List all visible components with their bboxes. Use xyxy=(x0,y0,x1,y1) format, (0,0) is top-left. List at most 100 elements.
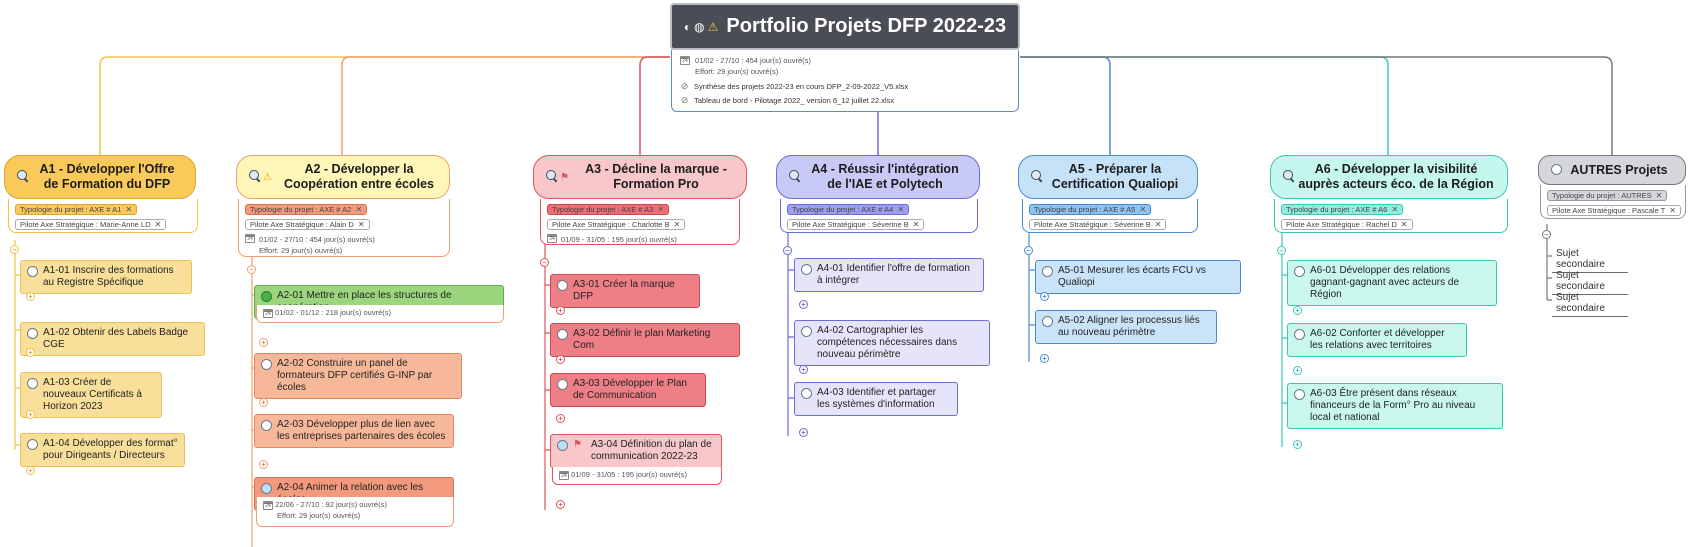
expand-icon[interactable]: + xyxy=(26,348,35,357)
remove-tag-icon[interactable]: ✕ xyxy=(1154,220,1162,229)
root-attachment-2[interactable]: Tableau de bord - Pilotage 2022_ version… xyxy=(694,96,895,105)
remove-tag-icon[interactable]: ✕ xyxy=(1391,205,1399,214)
axis-title: A6 - Développer la visibilité auprès act… xyxy=(1298,162,1494,191)
task-a4-01[interactable]: A4-01 Identifier l'offre de formation à … xyxy=(794,258,984,292)
typology-label: Typologie du projet : AXE # A4 xyxy=(792,205,894,214)
task-a3-03[interactable]: A3-03 Développer le Plan de Communicatio… xyxy=(550,373,706,407)
expand-icon[interactable]: + xyxy=(259,398,268,407)
collapse-icon[interactable]: – xyxy=(1024,246,1033,255)
axis-topic-a2[interactable]: ⚠ A2 - Développer la Coopération entre é… xyxy=(236,155,450,199)
sub-topic[interactable]: Sujet secondaire xyxy=(1552,290,1628,317)
typology-tag[interactable]: Typologie du projet : AUTRES✕ xyxy=(1547,190,1668,201)
task-a1-04[interactable]: A1-04 Développer des format° pour Dirige… xyxy=(20,433,185,467)
task-a6-02[interactable]: A6-02 Conforter et développer les relati… xyxy=(1287,323,1467,357)
expand-icon[interactable]: + xyxy=(26,466,35,475)
expand-icon[interactable]: + xyxy=(1293,306,1302,315)
remove-tag-icon[interactable]: ✕ xyxy=(657,205,665,214)
collapse-icon[interactable]: – xyxy=(783,246,792,255)
task-a5-02[interactable]: A5-02 Aligner les processus liés au nouv… xyxy=(1035,310,1217,344)
task-a1-01[interactable]: A1-01 Inscrire des formations au Registr… xyxy=(20,260,192,294)
collapse-icon[interactable]: – xyxy=(1542,230,1551,239)
task-a2-03[interactable]: A2-03 Développer plus de lien avec les e… xyxy=(254,414,454,448)
typology-tag[interactable]: Typologie du projet : AXE # A1✕ xyxy=(15,204,138,215)
expand-icon[interactable]: + xyxy=(799,300,808,309)
expand-icon[interactable]: + xyxy=(259,338,268,347)
axis-topic-a1[interactable]: A1 - Développer l'Offre de Formation du … xyxy=(4,155,196,199)
collapse-icon[interactable]: – xyxy=(540,258,549,267)
expand-icon[interactable]: + xyxy=(799,428,808,437)
expand-icon[interactable]: + xyxy=(556,306,565,315)
calendar-icon: 24 xyxy=(245,234,255,243)
pilot-tag[interactable]: Pilote Axe Stratégique : Pascale T✕ xyxy=(1547,205,1681,216)
root-icons: ◐ ◍ ⚠ xyxy=(684,20,719,34)
typology-tag[interactable]: Typologie du projet : AXE # A3✕ xyxy=(547,204,670,215)
expand-icon[interactable]: + xyxy=(556,500,565,509)
typology-tag[interactable]: Typologie du projet : AXE # A2✕ xyxy=(245,204,368,215)
task-label: A4-03 Identifier et partager les système… xyxy=(817,387,936,410)
axis-topic-a6[interactable]: A6 - Développer la visibilité auprès act… xyxy=(1270,155,1508,199)
remove-tag-icon[interactable]: ✕ xyxy=(1139,205,1147,214)
task-label: A4-01 Identifier l'offre de formation à … xyxy=(817,263,970,286)
root-topic[interactable]: ◐ ◍ ⚠ Portfolio Projets DFP 2022-23 xyxy=(670,3,1020,50)
expand-icon[interactable]: + xyxy=(1040,292,1049,301)
magnifier-icon xyxy=(789,170,801,182)
axis-topic-a3[interactable]: ⚑ A3 - Décline la marque - Formation Pro xyxy=(533,155,747,199)
collapse-icon[interactable]: – xyxy=(10,245,19,254)
axis-topic-autres[interactable]: AUTRES Projets xyxy=(1538,155,1686,185)
remove-tag-icon[interactable]: ✕ xyxy=(125,205,133,214)
task-a4-03[interactable]: A4-03 Identifier et partager les système… xyxy=(794,382,958,416)
axis-panel-a2: Typologie du projet : AXE # A2✕ Pilote A… xyxy=(238,199,450,257)
axis-topic-a5[interactable]: A5 - Préparer la Certification Qualiopi xyxy=(1018,155,1198,199)
sub-topic[interactable]: Sujet secondaire xyxy=(1552,246,1628,273)
task-a3-02[interactable]: A3-02 Définir le plan Marketing Com xyxy=(550,323,740,357)
task-label: A2-02 Construire un panel de formateurs … xyxy=(277,358,433,393)
expand-icon[interactable]: + xyxy=(26,292,35,301)
task-label: A6-03 Être présent dans réseaux financeu… xyxy=(1310,388,1476,423)
typology-tag[interactable]: Typologie du projet : AXE # A6✕ xyxy=(1281,204,1404,215)
expand-icon[interactable]: + xyxy=(1040,354,1049,363)
remove-tag-icon[interactable]: ✕ xyxy=(355,205,363,214)
typology-tag[interactable]: Typologie du projet : AXE # A5✕ xyxy=(1029,204,1152,215)
typology-tag[interactable]: Typologie du projet : AXE # A4✕ xyxy=(787,204,910,215)
expand-icon[interactable]: + xyxy=(556,355,565,364)
task-a6-01[interactable]: A6-01 Développer des relations gagnant-g… xyxy=(1287,260,1497,306)
remove-tag-icon[interactable]: ✕ xyxy=(1669,206,1676,215)
root-attachment-1[interactable]: Synthèse des projets 2022-23 en cours DF… xyxy=(694,82,909,91)
collapse-icon[interactable]: – xyxy=(247,265,256,274)
remove-tag-icon[interactable]: ✕ xyxy=(897,205,905,214)
task-status-icon xyxy=(801,326,812,337)
remove-tag-icon[interactable]: ✕ xyxy=(1655,191,1663,200)
remove-tag-icon[interactable]: ✕ xyxy=(357,220,365,229)
expand-icon[interactable]: + xyxy=(799,365,808,374)
pilot-tag[interactable]: Pilote Axe Stratégique : Alain D✕ xyxy=(245,219,370,230)
task-a3-01[interactable]: A3-01 Créer la marque DFP xyxy=(550,274,700,308)
pilot-tag[interactable]: Pilote Axe Stratégique : Rachel D✕ xyxy=(1281,219,1413,230)
task-progress-icon: ◐ xyxy=(683,19,692,34)
task-a2-04-info: 24 22/06 - 27/10 : 92 jour(s) ouvré(s)Ef… xyxy=(256,497,454,527)
task-a2-02[interactable]: A2-02 Construire un panel de formateurs … xyxy=(254,353,462,399)
task-status-icon xyxy=(1294,329,1305,340)
task-a4-02[interactable]: A4-02 Cartographier les compétences néce… xyxy=(794,320,990,366)
task-a3-04[interactable]: ⚑A3-04 Définition du plan de communicati… xyxy=(550,434,722,468)
task-a1-02[interactable]: A1-02 Obtenir des Labels Badge CGE xyxy=(20,322,205,356)
remove-tag-icon[interactable]: ✕ xyxy=(673,220,681,229)
axis-topic-a4[interactable]: A4 - Réussir l'intégration de l'IAE et P… xyxy=(776,155,980,199)
sub-topic[interactable]: Sujet secondaire xyxy=(1552,268,1628,295)
pilot-tag[interactable]: Pilote Axe Stratégique : Charlotte B✕ xyxy=(547,219,686,230)
task-label: A1-04 Développer des format° pour Dirige… xyxy=(43,438,178,461)
collapse-icon[interactable]: – xyxy=(1277,246,1286,255)
remove-tag-icon[interactable]: ✕ xyxy=(154,220,162,229)
expand-icon[interactable]: + xyxy=(556,414,565,423)
task-a1-03[interactable]: A1-03 Créer de nouveaux Certificats à Ho… xyxy=(20,372,162,418)
task-a6-03[interactable]: A6-03 Être présent dans réseaux financeu… xyxy=(1287,383,1503,429)
pilot-tag[interactable]: Pilote Axe Stratégique : Marie-Anne LD✕ xyxy=(15,219,167,230)
expand-icon[interactable]: + xyxy=(1293,440,1302,449)
remove-tag-icon[interactable]: ✕ xyxy=(912,220,920,229)
pilot-tag[interactable]: Pilote Axe Stratégique : Séverine B✕ xyxy=(787,219,925,230)
expand-icon[interactable]: + xyxy=(1293,366,1302,375)
expand-icon[interactable]: + xyxy=(259,460,268,469)
pilot-tag[interactable]: Pilote Axe Stratégique : Séverine B✕ xyxy=(1029,219,1167,230)
expand-icon[interactable]: + xyxy=(26,410,35,419)
task-a5-01[interactable]: A5-01 Mesurer les écarts FCU vs Qualiopi xyxy=(1035,260,1241,294)
remove-tag-icon[interactable]: ✕ xyxy=(1400,220,1408,229)
